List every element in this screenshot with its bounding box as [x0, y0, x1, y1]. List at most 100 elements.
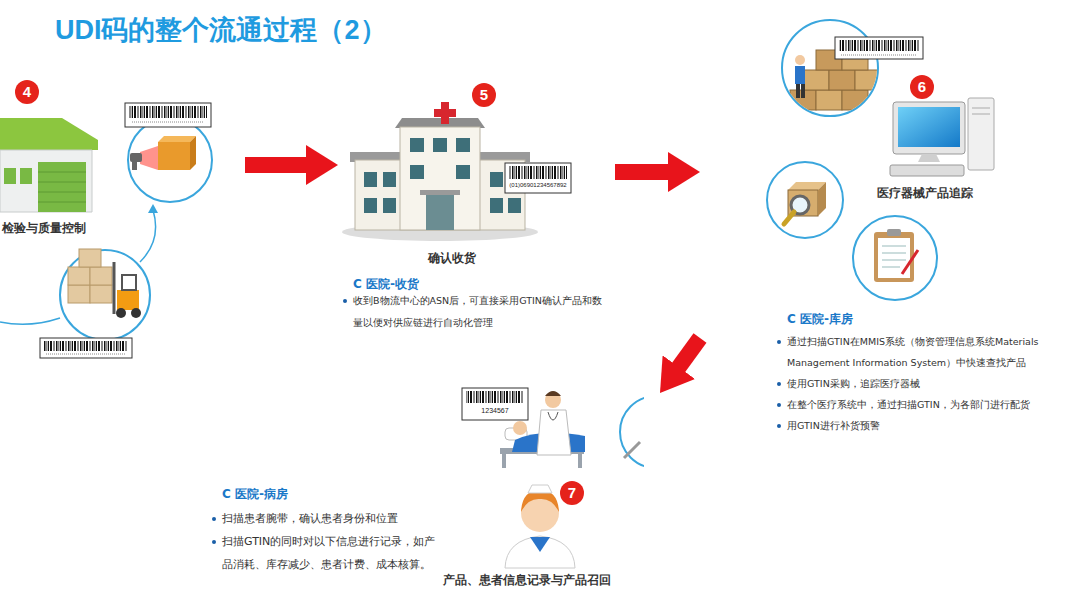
flow-arrow	[678, 338, 700, 369]
forklift-circle	[113, 262, 116, 314]
barcode-number: 1234567	[462, 407, 528, 415]
record-circle	[882, 253, 906, 254]
hospital-illustration	[383, 198, 396, 213]
hospital-illustration	[400, 127, 480, 230]
warehouse-illustration	[38, 192, 86, 193]
barcode-tag	[44, 341, 128, 351]
flow-curve	[140, 210, 156, 262]
warehouse-illustration	[38, 172, 86, 173]
hospital-illustration	[434, 109, 456, 117]
barcode-tag	[132, 122, 204, 123]
computer-icon	[890, 98, 994, 176]
barcode-tag	[841, 55, 917, 56]
storage-circle	[842, 90, 868, 110]
callout-number: 7	[560, 481, 584, 505]
hospital-illustration	[364, 172, 377, 187]
diagram-title: UDI码的整个流通过程（2）	[55, 12, 387, 48]
record-circle	[902, 250, 918, 274]
ward-illustration	[502, 454, 506, 468]
record-circle	[882, 260, 906, 261]
hospital-illustration	[426, 195, 454, 230]
stage-group: 医疗器械产品追踪C 医院-库房通过扫描GTIN在MMIS系统（物资管理信息系统M…	[700, 28, 1075, 442]
storage-circle	[829, 70, 855, 90]
hospital-illustration	[490, 172, 503, 187]
warehouse-illustration	[0, 118, 98, 150]
syringe-circle	[620, 396, 644, 468]
forklift-circle	[116, 308, 126, 318]
warehouse-illustration	[4, 168, 16, 184]
syringe-circle	[620, 396, 644, 468]
barcode-tag	[40, 338, 132, 358]
forklift-circle	[90, 285, 112, 303]
stage-caption: 产品、患者信息记录与产品召回	[427, 573, 627, 588]
scan-circle	[128, 118, 212, 202]
bullet-dot	[777, 340, 781, 344]
storage-circle	[855, 70, 881, 90]
barcode-tag	[466, 391, 524, 403]
scan-circle	[158, 142, 190, 170]
bullet-dot	[777, 424, 781, 428]
ward-illustration	[548, 412, 558, 420]
warehouse-illustration	[0, 150, 92, 212]
record-circle	[882, 246, 906, 247]
warehouse-illustration	[38, 202, 86, 203]
warehouse-illustration	[20, 168, 32, 184]
scan-circle	[190, 136, 196, 170]
hospital-illustration	[456, 165, 470, 179]
hospital-illustration	[410, 165, 424, 179]
section-heading: C 医院-库房	[787, 311, 853, 327]
inspect-circle	[784, 212, 794, 224]
bullet-dot	[777, 382, 781, 386]
storage-circle	[803, 70, 829, 90]
barcode-tag	[125, 103, 211, 127]
hospital-illustration	[383, 172, 396, 187]
ward-illustration	[578, 454, 582, 468]
stage-caption: 医疗器械产品追踪	[865, 186, 985, 201]
forklift-circle	[68, 267, 90, 285]
stage-group: 产品、患者信息记录与产品召回C 医院-病房扫描患者腕带，确认患者身份和位置扫描G…	[200, 383, 660, 600]
barcode-tag	[462, 388, 528, 420]
inspect-circle	[767, 162, 843, 238]
syringe-circle	[620, 396, 692, 468]
storage-circle	[796, 84, 800, 98]
forklift-circle	[117, 290, 139, 310]
record-circle	[853, 216, 937, 300]
flow-arrow	[615, 164, 670, 180]
hospital-illustration	[420, 190, 460, 195]
inspect-circle	[818, 182, 826, 216]
hospital-illustration	[364, 198, 377, 213]
bullet-text: 扫描患者腕带，确认患者身份和位置	[222, 507, 437, 530]
warehouse-illustration	[38, 162, 86, 212]
forklift-circle	[60, 249, 150, 340]
warehouse-illustration	[0, 118, 98, 212]
barcode-tag	[839, 40, 919, 51]
record-circle	[882, 267, 900, 268]
barcode-tag	[505, 163, 571, 193]
warehouse-illustration	[38, 182, 86, 183]
record-circle	[878, 238, 910, 278]
inspect-circle	[767, 162, 843, 238]
bullet-dot	[212, 517, 216, 521]
storage-circle	[795, 55, 805, 65]
storage-circle	[795, 66, 805, 84]
barcode-tag	[835, 37, 923, 59]
ward-illustration	[545, 392, 561, 408]
hospital-illustration	[456, 138, 470, 152]
bullet-text: 用GTIN进行补货预警	[787, 415, 1069, 436]
flow-curve	[0, 318, 60, 324]
storage-circle	[782, 20, 881, 116]
record-circle	[853, 216, 937, 300]
scan-circle	[128, 118, 212, 202]
callout-number: 4	[15, 80, 39, 104]
ward-illustration	[537, 410, 571, 455]
barcode-tag	[129, 106, 207, 118]
stage-caption: 检验与质量控制	[2, 221, 132, 236]
stage-group: 检验与质量控制	[0, 75, 245, 365]
storage-circle	[816, 90, 842, 110]
record-circle	[874, 232, 914, 282]
forklift-circle	[122, 275, 136, 290]
nurse-figure	[505, 536, 575, 568]
storage-circle	[782, 20, 878, 116]
forklift-circle	[60, 250, 150, 340]
